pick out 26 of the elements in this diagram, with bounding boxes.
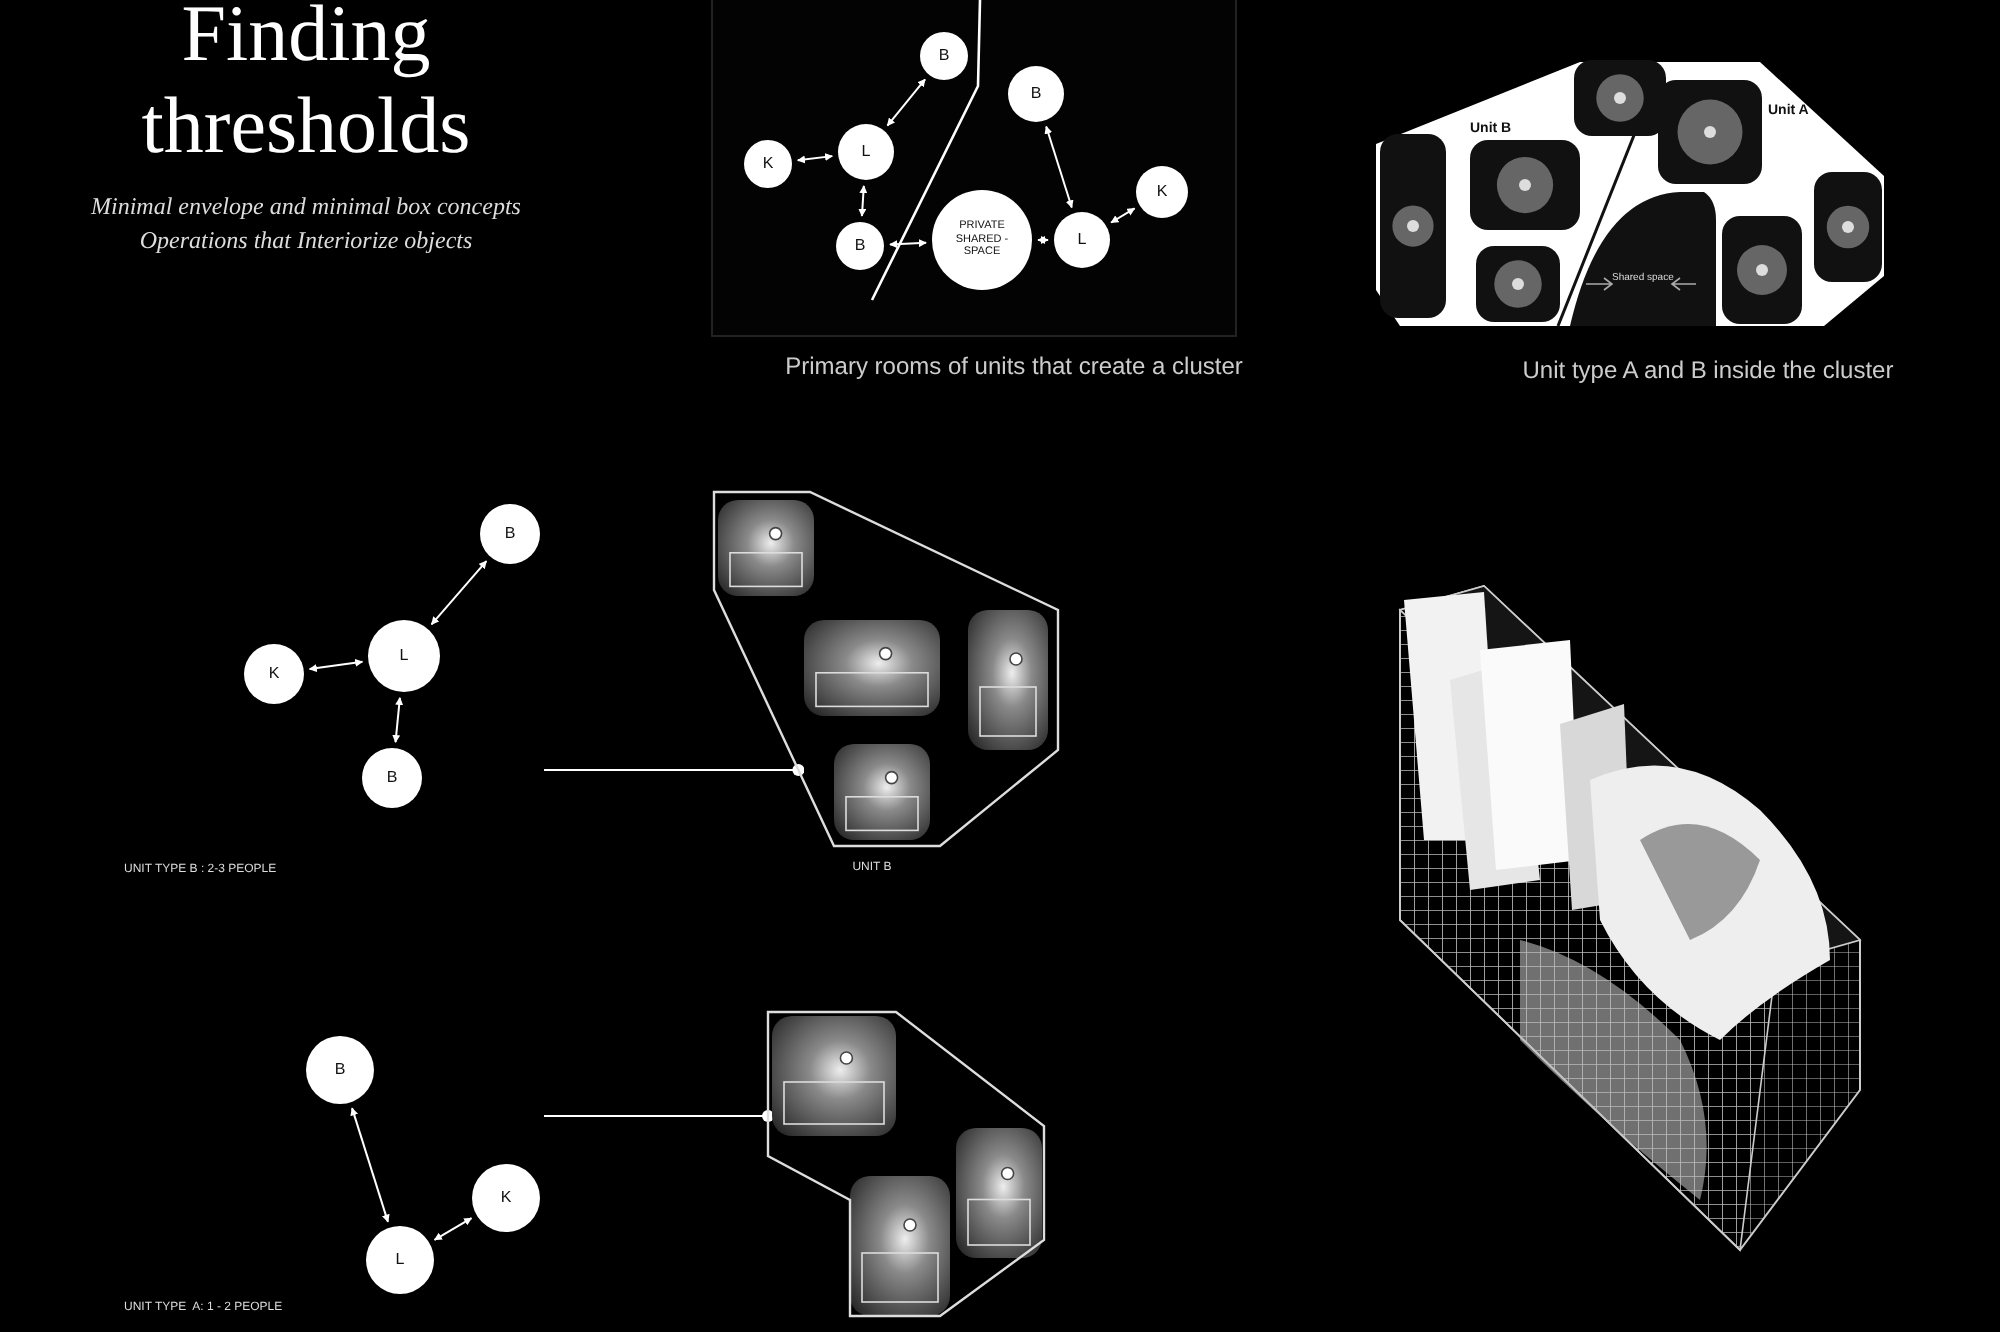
- connector-line: [543, 764, 805, 776]
- subtitle: Operations that Interiorize objects: [137, 226, 475, 256]
- subtitle: Minimal envelope and minimal box concepts: [89, 192, 523, 222]
- double-arrow: [1044, 125, 1074, 209]
- room-circle: B: [480, 504, 540, 564]
- double-arrow: [888, 239, 928, 249]
- room-circle: L: [366, 1226, 434, 1294]
- double-arrow: [433, 1217, 473, 1241]
- room-circle: B: [362, 748, 422, 808]
- room-circle: L: [368, 620, 440, 692]
- double-arrow: [886, 78, 927, 127]
- caption: Unit type A and B inside the cluster: [1520, 356, 1896, 384]
- caption: Primary rooms of units that create a cluster: [783, 352, 1245, 380]
- double-arrow: [796, 153, 834, 164]
- connector-line: [543, 1110, 774, 1122]
- double-arrow: [350, 1107, 390, 1223]
- double-arrow: [308, 658, 364, 673]
- double-arrow: [1110, 207, 1136, 224]
- double-arrow: [392, 696, 404, 744]
- double-arrow: [858, 184, 868, 218]
- room-circle: K: [244, 644, 304, 704]
- double-arrow: [1037, 236, 1049, 244]
- room-circle: B: [306, 1036, 374, 1104]
- title: Finding thresholds: [139, 0, 473, 172]
- room-circle: K: [472, 1164, 540, 1232]
- double-arrow: [430, 560, 488, 626]
